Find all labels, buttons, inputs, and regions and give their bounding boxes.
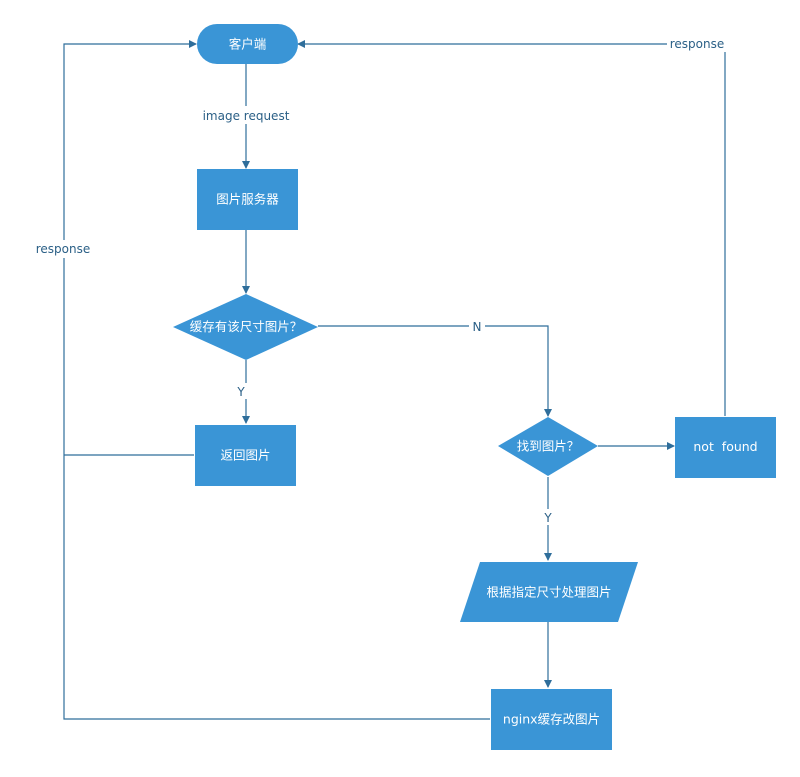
edge-response-left xyxy=(63,40,490,720)
node-client: 客户端 xyxy=(197,24,298,64)
edge-response-right xyxy=(297,40,726,416)
label-yes-found: Y xyxy=(543,511,552,525)
node-cache-check: 缓存有该尺寸图片？ xyxy=(173,294,318,360)
label-response-left: response xyxy=(36,242,91,256)
node-not-found-label: not found xyxy=(693,439,757,454)
node-found-check: 找到图片？ xyxy=(498,417,598,476)
label-no: N xyxy=(473,320,482,334)
node-process-image: 根据指定尺寸处理图片 xyxy=(460,562,638,622)
node-nginx-cache: nginx缓存改图片 xyxy=(491,689,612,750)
node-process-image-label: 根据指定尺寸处理图片 xyxy=(486,585,611,600)
label-response-right: response xyxy=(670,37,725,51)
node-client-label: 客户端 xyxy=(229,37,267,52)
node-return-image: 返回图片 xyxy=(195,425,296,486)
node-cache-check-label: 缓存有该尺寸图片？ xyxy=(190,319,303,334)
label-image-request: image request xyxy=(203,109,290,123)
node-return-image-label: 返回图片 xyxy=(220,448,270,463)
node-not-found: not found xyxy=(675,417,776,478)
edge-cache-no xyxy=(318,325,552,417)
node-found-check-label: 找到图片？ xyxy=(517,439,580,454)
node-image-server-label: 图片服务器 xyxy=(216,192,279,207)
node-nginx-cache-label: nginx缓存改图片 xyxy=(503,712,600,727)
node-image-server: 图片服务器 xyxy=(197,169,298,230)
label-yes-cache: Y xyxy=(236,385,245,399)
